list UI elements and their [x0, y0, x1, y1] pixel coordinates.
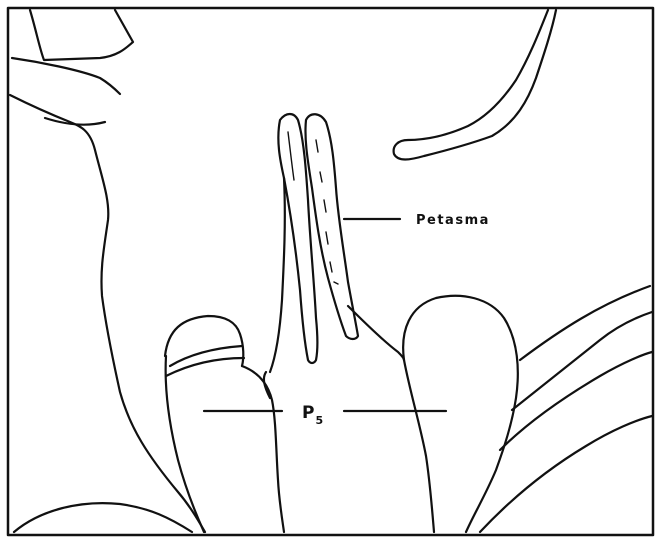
right-appendage-top-line: [520, 286, 650, 360]
left-appendage-inner-curve: [45, 118, 105, 125]
bottom-left-lobe: [14, 503, 192, 532]
top-right-structure: [394, 10, 556, 160]
left-p5-right-edge: [242, 366, 284, 532]
p5-label-base: P: [302, 403, 314, 423]
petasma-right-lobe: [305, 114, 358, 339]
top-left-lobe: [30, 10, 133, 60]
p5-label: P5: [302, 403, 323, 427]
figure-border: [8, 8, 653, 535]
p5-label-subscript: 5: [315, 414, 323, 427]
left-p5-left-edge: [166, 356, 204, 532]
petasma-label: Petasma: [416, 213, 490, 228]
left-appendage-outline: [10, 95, 205, 532]
left-ventral-line: [270, 178, 285, 372]
right-appendage-lower-edge: [480, 416, 652, 532]
top-left-inner-line: [12, 58, 120, 94]
petasma-left-inner-line: [288, 132, 294, 180]
right-p5-left-edge: [404, 360, 434, 532]
right-p5-outline: [403, 296, 518, 532]
